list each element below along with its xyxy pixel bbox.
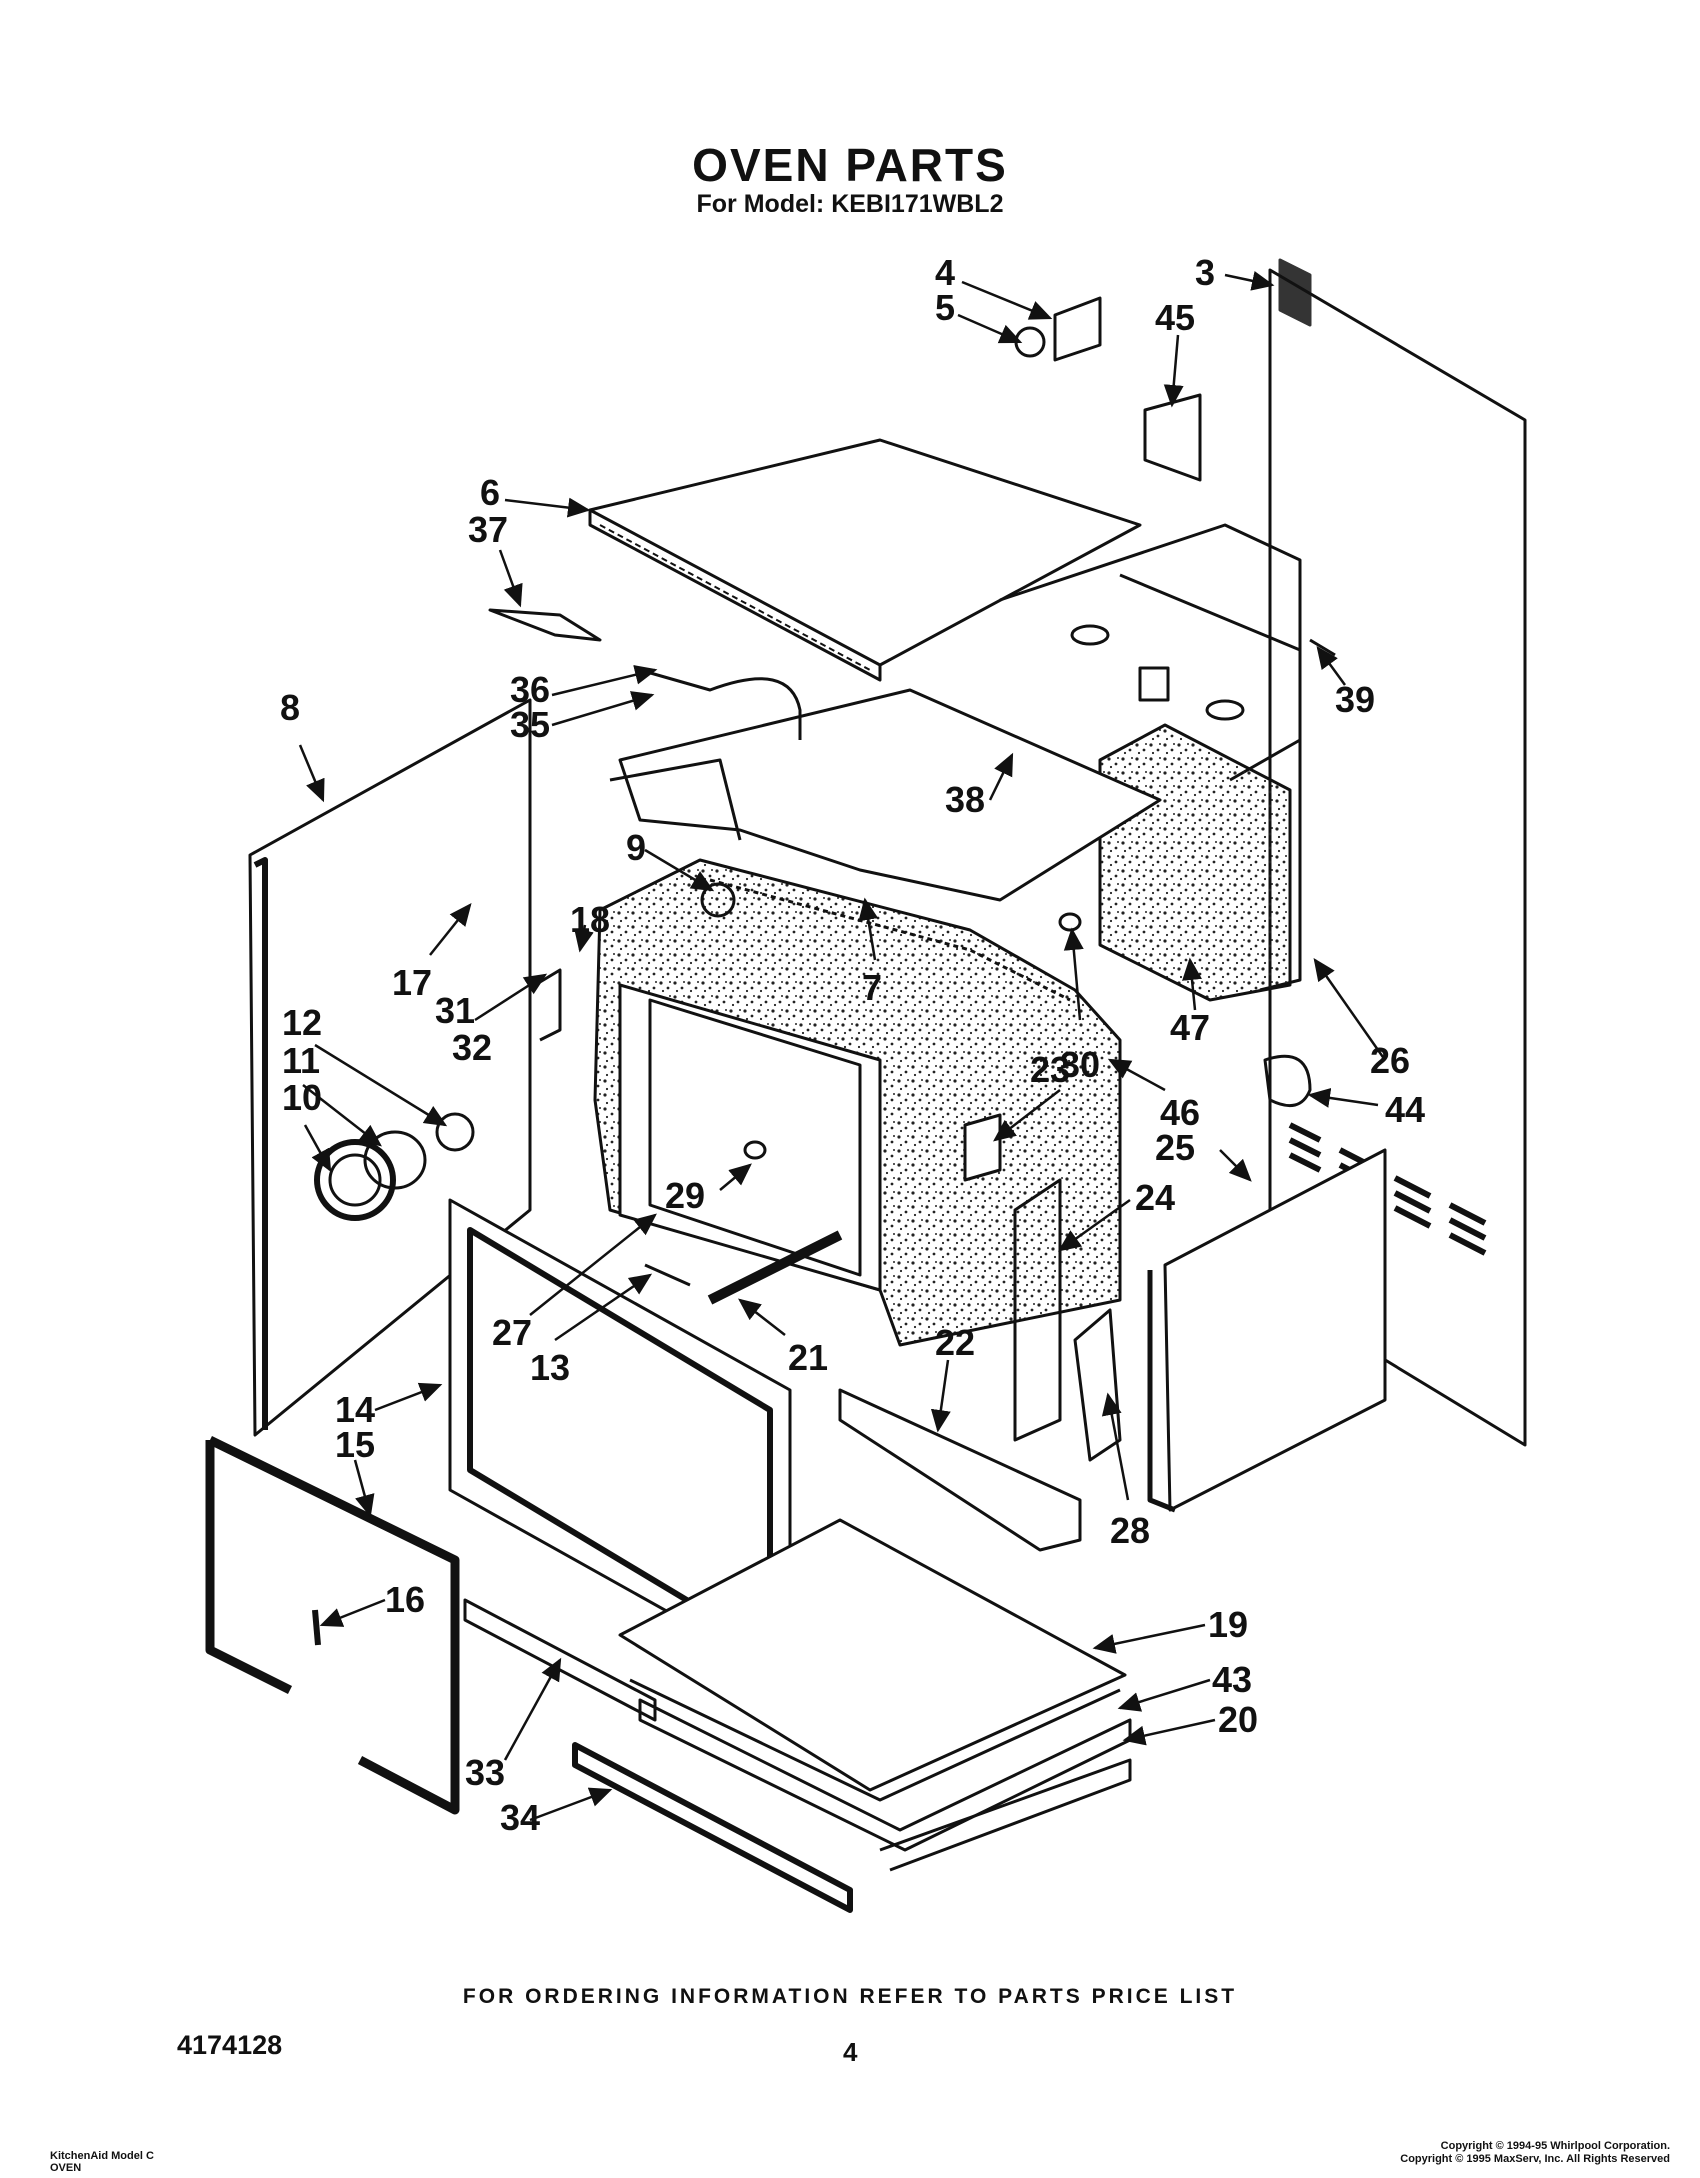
wire-harness-35 xyxy=(639,668,802,740)
part-label-21: 21 xyxy=(788,1337,828,1378)
part-label-19: 19 xyxy=(1208,1604,1248,1645)
oven-bottom xyxy=(618,1518,1127,1802)
part-label-47: 47 xyxy=(1170,1007,1210,1048)
part-label-5: 5 xyxy=(935,287,955,328)
part-label-34: 34 xyxy=(500,1797,540,1838)
top-panel xyxy=(588,438,1142,682)
bake-element-21 xyxy=(707,1230,843,1305)
part-label-43: 43 xyxy=(1212,1659,1252,1700)
insulation-block-23 xyxy=(963,1113,1002,1182)
part-label-36: 36 xyxy=(510,669,550,710)
part-label-35: 35 xyxy=(510,704,550,745)
model-subtitle: For Model: KEBI171WBL2 xyxy=(696,190,1004,218)
copyright-line-2: Copyright © 1995 MaxServ, Inc. All Right… xyxy=(1400,2153,1670,2165)
fastener-16 xyxy=(312,1609,321,1646)
part-label-29: 29 xyxy=(665,1175,705,1216)
part-label-25: 25 xyxy=(1155,1127,1195,1168)
part-label-24: 24 xyxy=(1135,1177,1175,1218)
part-label-32: 32 xyxy=(452,1027,492,1068)
ordering-note: FOR ORDERING INFORMATION REFER TO PARTS … xyxy=(462,1985,1238,2008)
lamp-bulb-12 xyxy=(435,1112,475,1152)
bracket-4 xyxy=(1053,296,1102,362)
insulation-blanket xyxy=(1098,723,1292,1002)
latch-31 xyxy=(534,968,562,1042)
grommet-29 xyxy=(743,1140,767,1160)
door-gasket xyxy=(205,1435,460,1815)
part-label-10: 10 xyxy=(282,1077,322,1118)
rear-panel xyxy=(1268,258,1527,1447)
part-label-6: 6 xyxy=(480,472,500,513)
part-label-16: 16 xyxy=(385,1579,425,1620)
part-label-20: 20 xyxy=(1218,1699,1258,1740)
kick-panel xyxy=(463,1598,657,1722)
part-label-39: 39 xyxy=(1335,679,1375,720)
document-number: 4174128 xyxy=(177,2030,283,2060)
right-side-panel xyxy=(1147,1148,1387,1513)
door-hinge xyxy=(1073,1308,1122,1462)
part-label-9: 9 xyxy=(626,827,646,868)
part-label-13: 13 xyxy=(530,1347,570,1388)
relay-bracket-45 xyxy=(1143,393,1202,482)
bushing-5 xyxy=(1014,326,1046,358)
sensor-9 xyxy=(700,882,736,918)
part-label-31: 31 xyxy=(435,990,475,1031)
part-label-33: 33 xyxy=(465,1752,505,1793)
part-label-27: 27 xyxy=(492,1312,532,1353)
part-label-7: 7 xyxy=(862,967,882,1008)
switch-13 xyxy=(644,1263,691,1287)
part-label-15: 15 xyxy=(335,1424,375,1465)
part-label-11: 11 xyxy=(282,1040,320,1081)
copyright-notice: Copyright © 1994-95 Whirlpool Corporatio… xyxy=(1400,2140,1670,2166)
part-label-45: 45 xyxy=(1155,297,1195,338)
part-label-4: 4 xyxy=(935,252,955,293)
lamp-lens-11 xyxy=(363,1130,427,1190)
part-label-46: 46 xyxy=(1160,1092,1200,1133)
model-note-line-2: OVEN xyxy=(50,2162,82,2174)
side-support xyxy=(838,1388,1082,1552)
page-number: 4 xyxy=(843,2037,858,2067)
wiring-bracket xyxy=(1013,1178,1062,1442)
part-label-3: 3 xyxy=(1195,252,1215,293)
top-heat-shield xyxy=(618,688,1162,902)
part-label-37: 37 xyxy=(468,509,508,550)
clip-37 xyxy=(488,608,602,642)
part-label-26: 26 xyxy=(1370,1040,1410,1081)
page-title: OVEN PARTS xyxy=(692,139,1008,191)
part-label-38: 38 xyxy=(945,779,985,820)
part-label-44: 44 xyxy=(1385,1089,1425,1130)
bottom-vent-trim xyxy=(572,1742,853,1913)
part-label-28: 28 xyxy=(1110,1510,1150,1551)
part-label-18: 18 xyxy=(570,899,610,940)
model-note-line-1: KitchenAid Model C xyxy=(50,2150,154,2162)
model-note: KitchenAid Model C OVEN xyxy=(50,2150,154,2174)
grommet-30 xyxy=(1058,912,1082,932)
part-label-22: 22 xyxy=(935,1322,975,1363)
part-label-23: 23 xyxy=(1030,1049,1070,1090)
part-label-30: 30 xyxy=(1060,1044,1100,1085)
part-label-8: 8 xyxy=(280,687,300,728)
oven-liner xyxy=(593,858,1122,1347)
part-label-14: 14 xyxy=(335,1389,375,1430)
copyright-line-1: Copyright © 1994-95 Whirlpool Corporatio… xyxy=(1440,2140,1670,2152)
part-label-17: 17 xyxy=(392,962,432,1003)
part-label-12: 12 xyxy=(282,1002,322,1043)
